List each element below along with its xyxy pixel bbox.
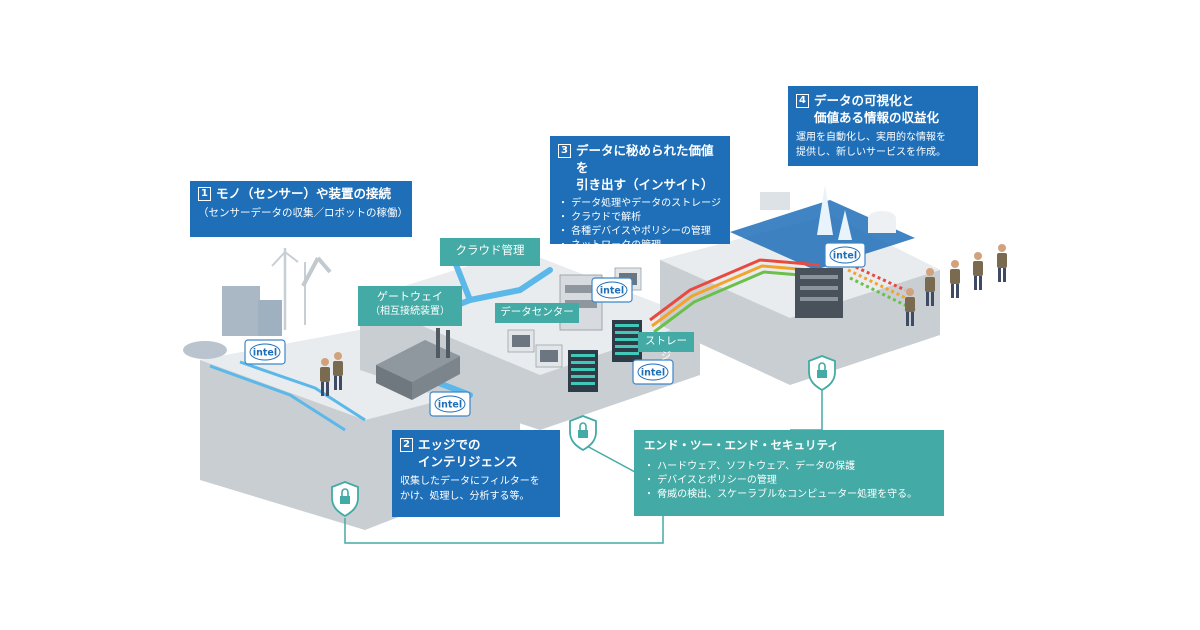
storage-text: ストレージ (645, 335, 687, 362)
step-2-title-row: 2 エッジでの インテリジェンス (400, 436, 552, 470)
intel-logo-factory (244, 339, 286, 365)
step-3-title-line1: データに秘められた価値を (576, 143, 714, 175)
list-item: ・ クラウドで解析 (558, 212, 642, 223)
list-item: ・ データ処理やデータのストレージ (558, 198, 721, 209)
step-3-title-line2: 引き出す（インサイト） (576, 177, 714, 192)
step-number: 3 (558, 144, 571, 158)
step-2-desc-line2: かけ、処理し、分析する等。 (400, 491, 530, 502)
step-1-subtitle: （センサーデータの収集／ロボットの稼働） (198, 207, 408, 219)
list-item: ・ デバイスとポリシーの管理 (644, 475, 777, 486)
intel-logo-analytics (824, 242, 866, 268)
gateway-device (376, 328, 460, 400)
step-2-title-line1: エッジでの (418, 437, 481, 452)
step-1-box: 1 モノ（センサー）や装置の接続 （センサーデータの収集／ロボットの稼働） (190, 181, 412, 237)
step-2-box: 2 エッジでの インテリジェンス 収集したデータにフィルターを かけ、処理し、分… (392, 430, 560, 517)
step-number: 1 (198, 187, 211, 201)
factory-area (183, 248, 332, 359)
list-item: ・ 各種デバイスやポリシーの管理 (558, 226, 711, 237)
conveyor (209, 360, 366, 432)
step-4-title-line2: 価値ある情報の収益化 (814, 110, 940, 125)
step-2-title-line2: インテリジェンス (418, 454, 518, 469)
gateway-label: ゲートウェイ （相互接続装置） (358, 286, 462, 326)
data-lines (649, 258, 916, 334)
step-1-title-row: 1 モノ（センサー）や装置の接続 (198, 185, 404, 202)
step-4-title-line1: データの可視化と (814, 93, 915, 108)
datacenter-label: データセンター (495, 303, 579, 323)
step-2-desc-line1: 収集したデータにフィルターを (400, 476, 540, 487)
security-title: エンド・ツー・エンド・セキュリティ (644, 438, 839, 452)
step-2-description: 収集したデータにフィルターを かけ、処理し、分析する等。 (400, 474, 552, 504)
intel-logo-datacenter (591, 277, 633, 303)
gateway-title: ゲートウェイ (377, 290, 443, 303)
step-4-description: 運用を自動化し、実用的な情報を 提供し、新しいサービスを作成。 (796, 130, 970, 160)
security-box: エンド・ツー・エンド・セキュリティ ・ ハードウェア、ソフトウェア、データの保護… (634, 430, 944, 516)
list-item: ・ 脅威の検出、スケーラブルなコンピューター処理を守る。 (644, 489, 918, 500)
analytics-equipment (760, 185, 896, 318)
datacenter-text: データセンター (500, 306, 574, 318)
lock-icon (569, 415, 597, 451)
step-number: 2 (400, 438, 413, 452)
step-3-box: 3 データに秘められた価値を 引き出す（インサイト） ・ データ処理やデータのス… (550, 136, 730, 251)
intel-logo-gateway (429, 391, 471, 417)
step-3-list: ・ データ処理やデータのストレージ ・ クラウドで解析 ・ 各種デバイスやポリシ… (558, 197, 722, 253)
cloud-management-text: クラウド管理 (455, 243, 525, 257)
step-1-title: モノ（センサー）や装置の接続 (216, 186, 392, 201)
cloud-management-label: クラウド管理 (440, 238, 540, 266)
security-list: ・ ハードウェア、ソフトウェア、データの保護 ・ デバイスとポリシーの管理 ・ … (644, 460, 934, 502)
step-number: 4 (796, 94, 809, 108)
lock-icon (808, 355, 836, 391)
step-4-desc-line1: 運用を自動化し、実用的な情報を (796, 132, 946, 143)
list-item: ・ ネットワークの管理 (558, 240, 662, 251)
step-4-box: 4 データの可視化と 価値ある情報の収益化 運用を自動化し、実用的な情報を 提供… (788, 86, 978, 166)
list-item: ・ ハードウェア、ソフトウェア、データの保護 (644, 461, 856, 472)
step-3-title-row: 3 データに秘められた価値を 引き出す（インサイト） (558, 142, 722, 193)
storage-label: ストレージ (638, 332, 694, 362)
step-4-desc-line2: 提供し、新しいサービスを作成。 (796, 147, 946, 158)
step-4-title-row: 4 データの可視化と 価値ある情報の収益化 (796, 92, 970, 126)
gateway-subtitle: （相互接続装置） (370, 306, 450, 317)
